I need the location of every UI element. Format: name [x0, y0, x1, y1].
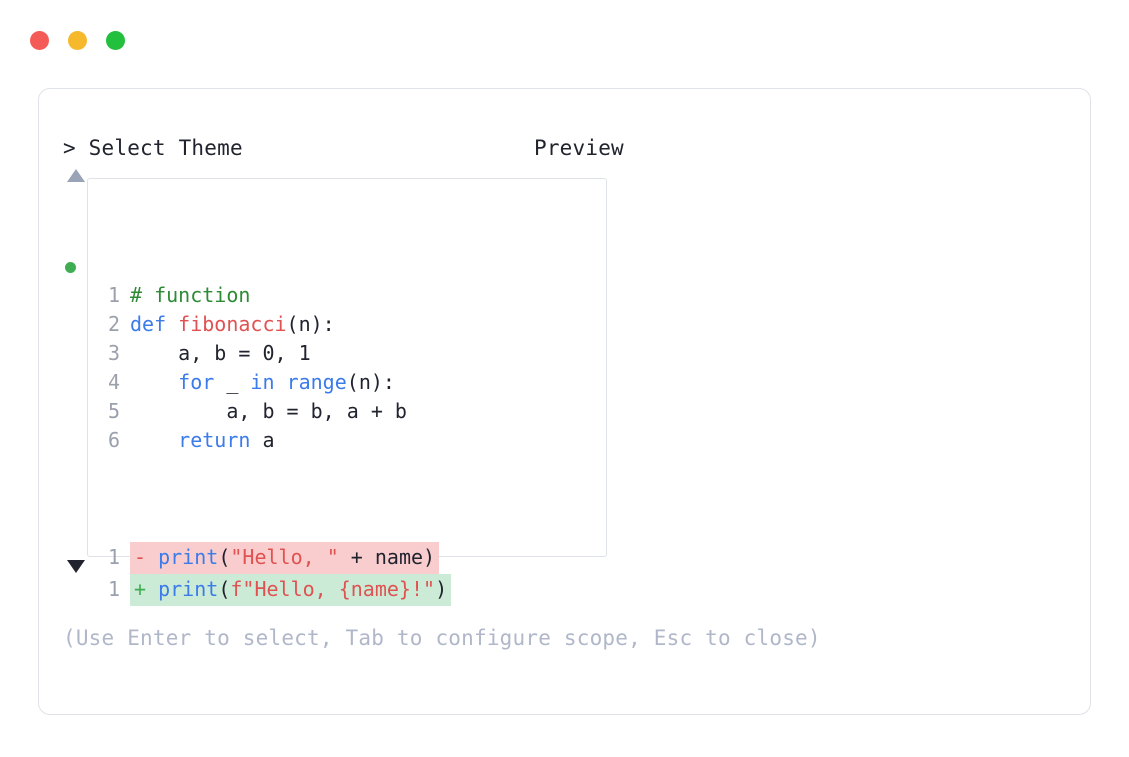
- line-number: 2: [107, 312, 120, 336]
- code-token: [275, 370, 287, 394]
- diff-line-text: - print("Hello, " + name): [130, 542, 440, 574]
- selection-indicator-slot: [63, 261, 91, 273]
- code-token: in: [250, 370, 275, 394]
- code-line-text: a, b = b, a + b: [130, 397, 407, 426]
- code-line-text: for _ in range(n):: [130, 368, 395, 397]
- maximize-button[interactable]: [106, 31, 125, 50]
- scroll-down-icon[interactable]: [67, 560, 85, 573]
- code-token: # function: [130, 283, 251, 307]
- diff-marker: -: [134, 545, 159, 569]
- code-line: 2 def fibonacci(n):: [102, 310, 606, 339]
- code-line: 5 a, b = b, a + b: [102, 397, 606, 426]
- line-number: 6: [107, 428, 120, 452]
- selected-bullet-icon: [65, 261, 76, 273]
- code-token: (n):: [346, 370, 395, 394]
- diff-lines: 1- print("Hello, " + name)1+ print(f"Hel…: [102, 542, 606, 606]
- code-token: a, b = b, a + b: [130, 399, 407, 423]
- close-button[interactable]: [30, 31, 49, 50]
- diff-marker: +: [134, 577, 159, 601]
- code-line: 1 # function: [102, 281, 606, 310]
- code-token: a, b =: [130, 341, 263, 365]
- code-token: (: [218, 577, 231, 601]
- code-line-text: return a: [130, 426, 275, 455]
- code-token: f"Hello, {name}!": [230, 577, 436, 601]
- code-token: "Hello, ": [230, 545, 339, 569]
- code-token: 0: [262, 341, 275, 365]
- code-line-text: def fibonacci(n):: [130, 310, 335, 339]
- code-token: (n):: [286, 312, 335, 336]
- line-number: 1: [107, 283, 120, 307]
- code-token: a: [250, 428, 275, 452]
- code-line-text: a, b = 0, 1: [130, 339, 311, 368]
- code-token: print: [158, 577, 219, 601]
- code-token: return: [178, 428, 251, 452]
- code-line-text: # function: [130, 281, 250, 310]
- diff-line-text: + print(f"Hello, {name}!"): [130, 574, 452, 606]
- code-token: def: [130, 312, 179, 336]
- line-number: 4: [107, 370, 120, 394]
- line-number: 1: [107, 545, 120, 569]
- code-token: + name): [338, 545, 436, 569]
- code-token: ,: [274, 341, 299, 365]
- diff-line-del: 1- print("Hello, " + name): [102, 542, 606, 574]
- window-controls: [30, 31, 125, 50]
- code-token: ): [435, 577, 448, 601]
- line-number: 5: [107, 399, 120, 423]
- diff-line-add: 1 + print(f"Hello, {name}!"): [102, 574, 606, 606]
- keyboard-hint: (Use Enter to select, Tab to configure s…: [63, 626, 821, 650]
- code-token: (: [218, 545, 231, 569]
- code-token: range: [286, 370, 347, 394]
- code-token: fibonacci: [178, 312, 287, 336]
- code-token: for: [178, 370, 215, 394]
- line-number: 3: [107, 341, 120, 365]
- code-token: _: [214, 370, 251, 394]
- line-number: 1: [107, 577, 120, 601]
- prompt-label: > Select Theme: [63, 136, 243, 160]
- code-token: 1: [298, 341, 311, 365]
- theme-selector-card: > Select Theme 1.ANSI Light2.Ayu Light3.…: [38, 88, 1091, 715]
- scroll-up-icon[interactable]: [67, 169, 85, 182]
- preview-title: Preview: [534, 136, 624, 160]
- minimize-button[interactable]: [68, 31, 87, 50]
- code-line: 4 for _ in range(n):: [102, 368, 606, 397]
- preview-column: Preview: [534, 133, 1074, 163]
- code-line: 6 return a: [102, 426, 606, 455]
- code-token: [130, 370, 178, 394]
- code-line: 3 a, b = 0, 1: [102, 339, 606, 368]
- code-token: print: [158, 545, 219, 569]
- code-token: [130, 428, 178, 452]
